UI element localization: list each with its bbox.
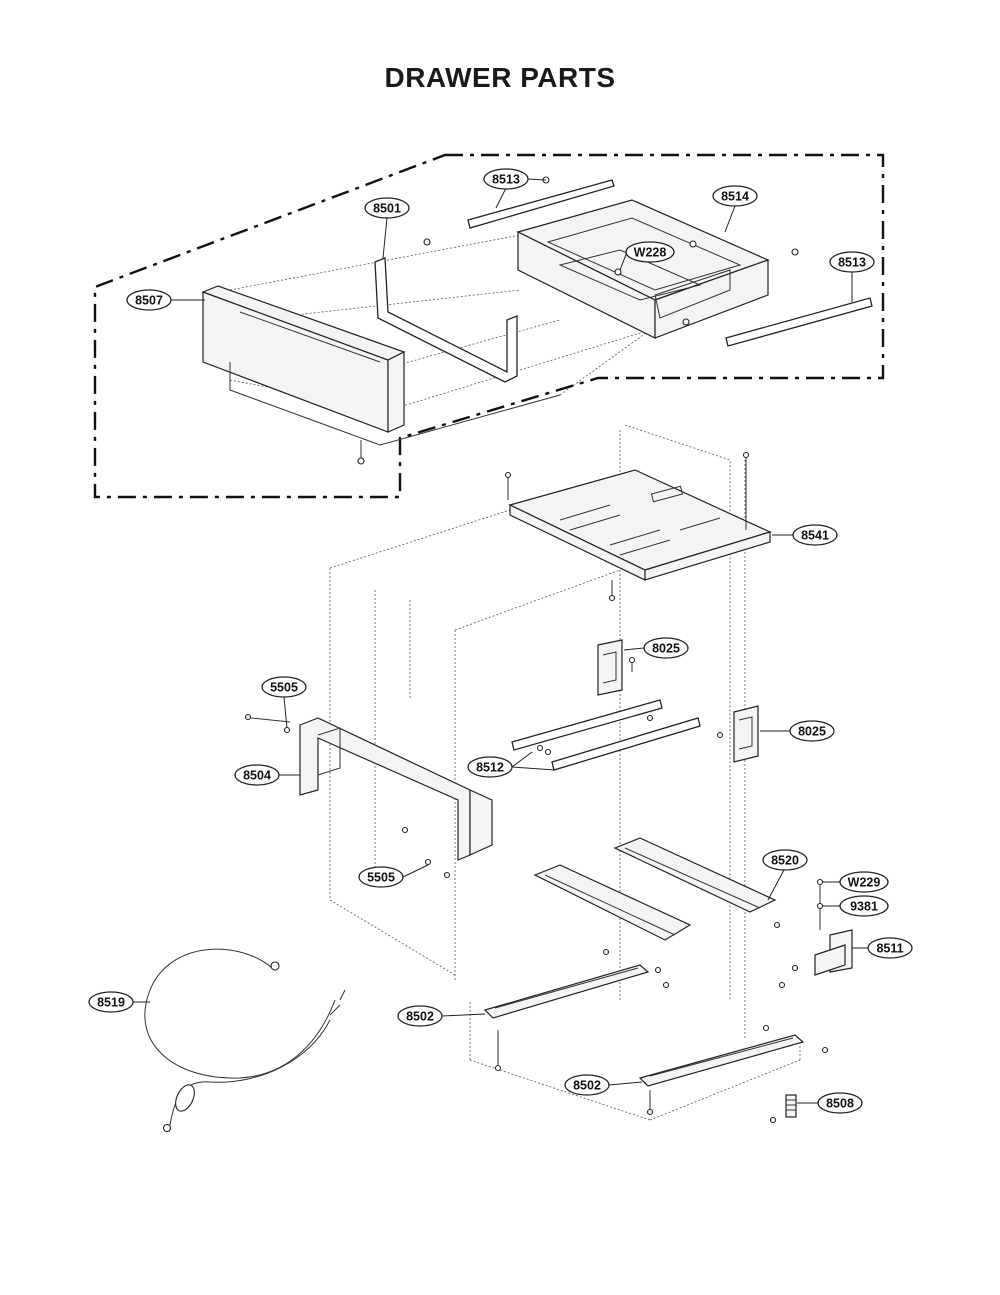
base-plate	[504, 451, 772, 602]
drawer-side-frame	[244, 713, 493, 879]
callout-label: 8502	[406, 1010, 434, 1024]
callout-8508: 8508	[817, 1092, 863, 1114]
callout-8520: 8520	[762, 849, 808, 871]
callout-label: 5505	[270, 681, 298, 695]
drawer-assembly	[201, 176, 873, 465]
callout-label: 8514	[721, 190, 749, 204]
callout-8541: 8541	[792, 524, 838, 546]
callout-W228: W228	[625, 241, 675, 263]
callout-label: 8502	[573, 1079, 601, 1093]
callout-label: 8511	[876, 942, 903, 956]
callout-label: 8520	[771, 854, 799, 868]
callout-label: 8519	[97, 996, 125, 1010]
callout-label: 8508	[826, 1097, 854, 1111]
callout-label: 8513	[492, 173, 520, 187]
callout-label: W228	[634, 246, 667, 260]
wire-harness	[144, 948, 346, 1133]
callout-label: 8512	[476, 761, 504, 775]
callout-8502-left: 8502	[397, 1005, 443, 1027]
callout-8502-right: 8502	[564, 1074, 610, 1096]
drawer-rail-top	[467, 179, 615, 229]
callout-5505-lower: 5505	[358, 866, 404, 888]
callout-label: 9381	[850, 900, 878, 914]
leader-lines	[133, 178, 868, 1104]
callout-label: 8025	[798, 725, 826, 739]
bracket-8025-upper	[597, 639, 636, 696]
callout-8519: 8519	[88, 991, 134, 1013]
drawer-assembly-boundary	[93, 153, 885, 499]
callout-8512: 8512	[467, 756, 513, 778]
callout-label: W229	[848, 876, 881, 890]
drawer-u-frame	[374, 257, 518, 383]
callout-9381: 9381	[839, 895, 889, 917]
callout-W229: W229	[839, 871, 889, 893]
callout-8513-right: 8513	[829, 251, 875, 273]
callout-label: 8513	[838, 256, 866, 270]
latch-assembly	[773, 878, 853, 989]
callout-8501: 8501	[364, 197, 410, 219]
bracket-8025-lower	[716, 705, 759, 763]
callout-label: 8507	[135, 294, 163, 308]
callout-8511: 8511	[867, 937, 913, 959]
callout-8514: 8514	[712, 185, 758, 207]
drawer-screws	[357, 176, 799, 465]
callout-label: 5505	[367, 871, 395, 885]
slide-tracks	[533, 837, 777, 941]
callout-label: 8501	[373, 202, 401, 216]
page-title: DRAWER PARTS	[384, 62, 616, 93]
callout-8513-top: 8513	[483, 168, 529, 190]
callout-label: 8504	[243, 769, 271, 783]
callout-label: 8541	[801, 529, 829, 543]
callout-8025-upper: 8025	[643, 637, 689, 659]
cross-brace-lower	[551, 717, 701, 771]
drawer-stop	[785, 1094, 797, 1118]
callout-label: 8025	[652, 642, 680, 656]
drawer-tub	[516, 199, 770, 339]
callout-5505-upper: 5505	[261, 676, 307, 698]
callout-8504: 8504	[234, 764, 280, 786]
drawer-slide-left	[483, 948, 670, 1072]
drawer-slide-right	[638, 1024, 829, 1124]
drawer-front-panel	[201, 285, 561, 446]
drawer-rail-right	[725, 297, 873, 347]
callout-8507: 8507	[126, 289, 172, 311]
cross-brace-upper	[511, 699, 663, 751]
callout-8025-lower: 8025	[789, 720, 835, 742]
